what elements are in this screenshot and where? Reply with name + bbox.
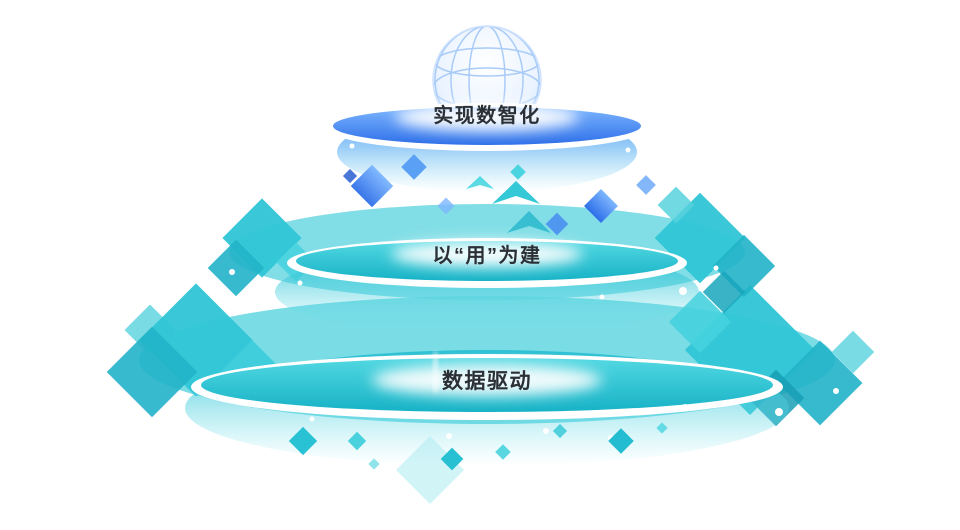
tier-bottom-label: 数据驱动: [442, 370, 532, 393]
tier-middle: 以“用”为建: [207, 186, 776, 336]
light-beam-top-left: [417, 70, 423, 118]
tier-top-label: 实现数智化: [433, 103, 541, 127]
highlight-dots-bottom: [172, 388, 839, 441]
upward-arrows: [466, 176, 551, 233]
light-beam-bottom: [434, 352, 437, 392]
light-beam-top-right: [570, 82, 576, 124]
tier-bottom: 数据驱动: [106, 283, 875, 466]
tier-middle-label: 以“用”为建: [433, 243, 542, 267]
tier-bottom-label-glow: [372, 364, 602, 396]
tier-top-label-glow: [395, 103, 579, 131]
highlight-dots-middle: [229, 265, 719, 300]
tier-top: 实现数智化: [293, 16, 667, 192]
tier-middle-label-glow: [391, 241, 583, 267]
highlight-dots-top: [293, 133, 667, 153]
